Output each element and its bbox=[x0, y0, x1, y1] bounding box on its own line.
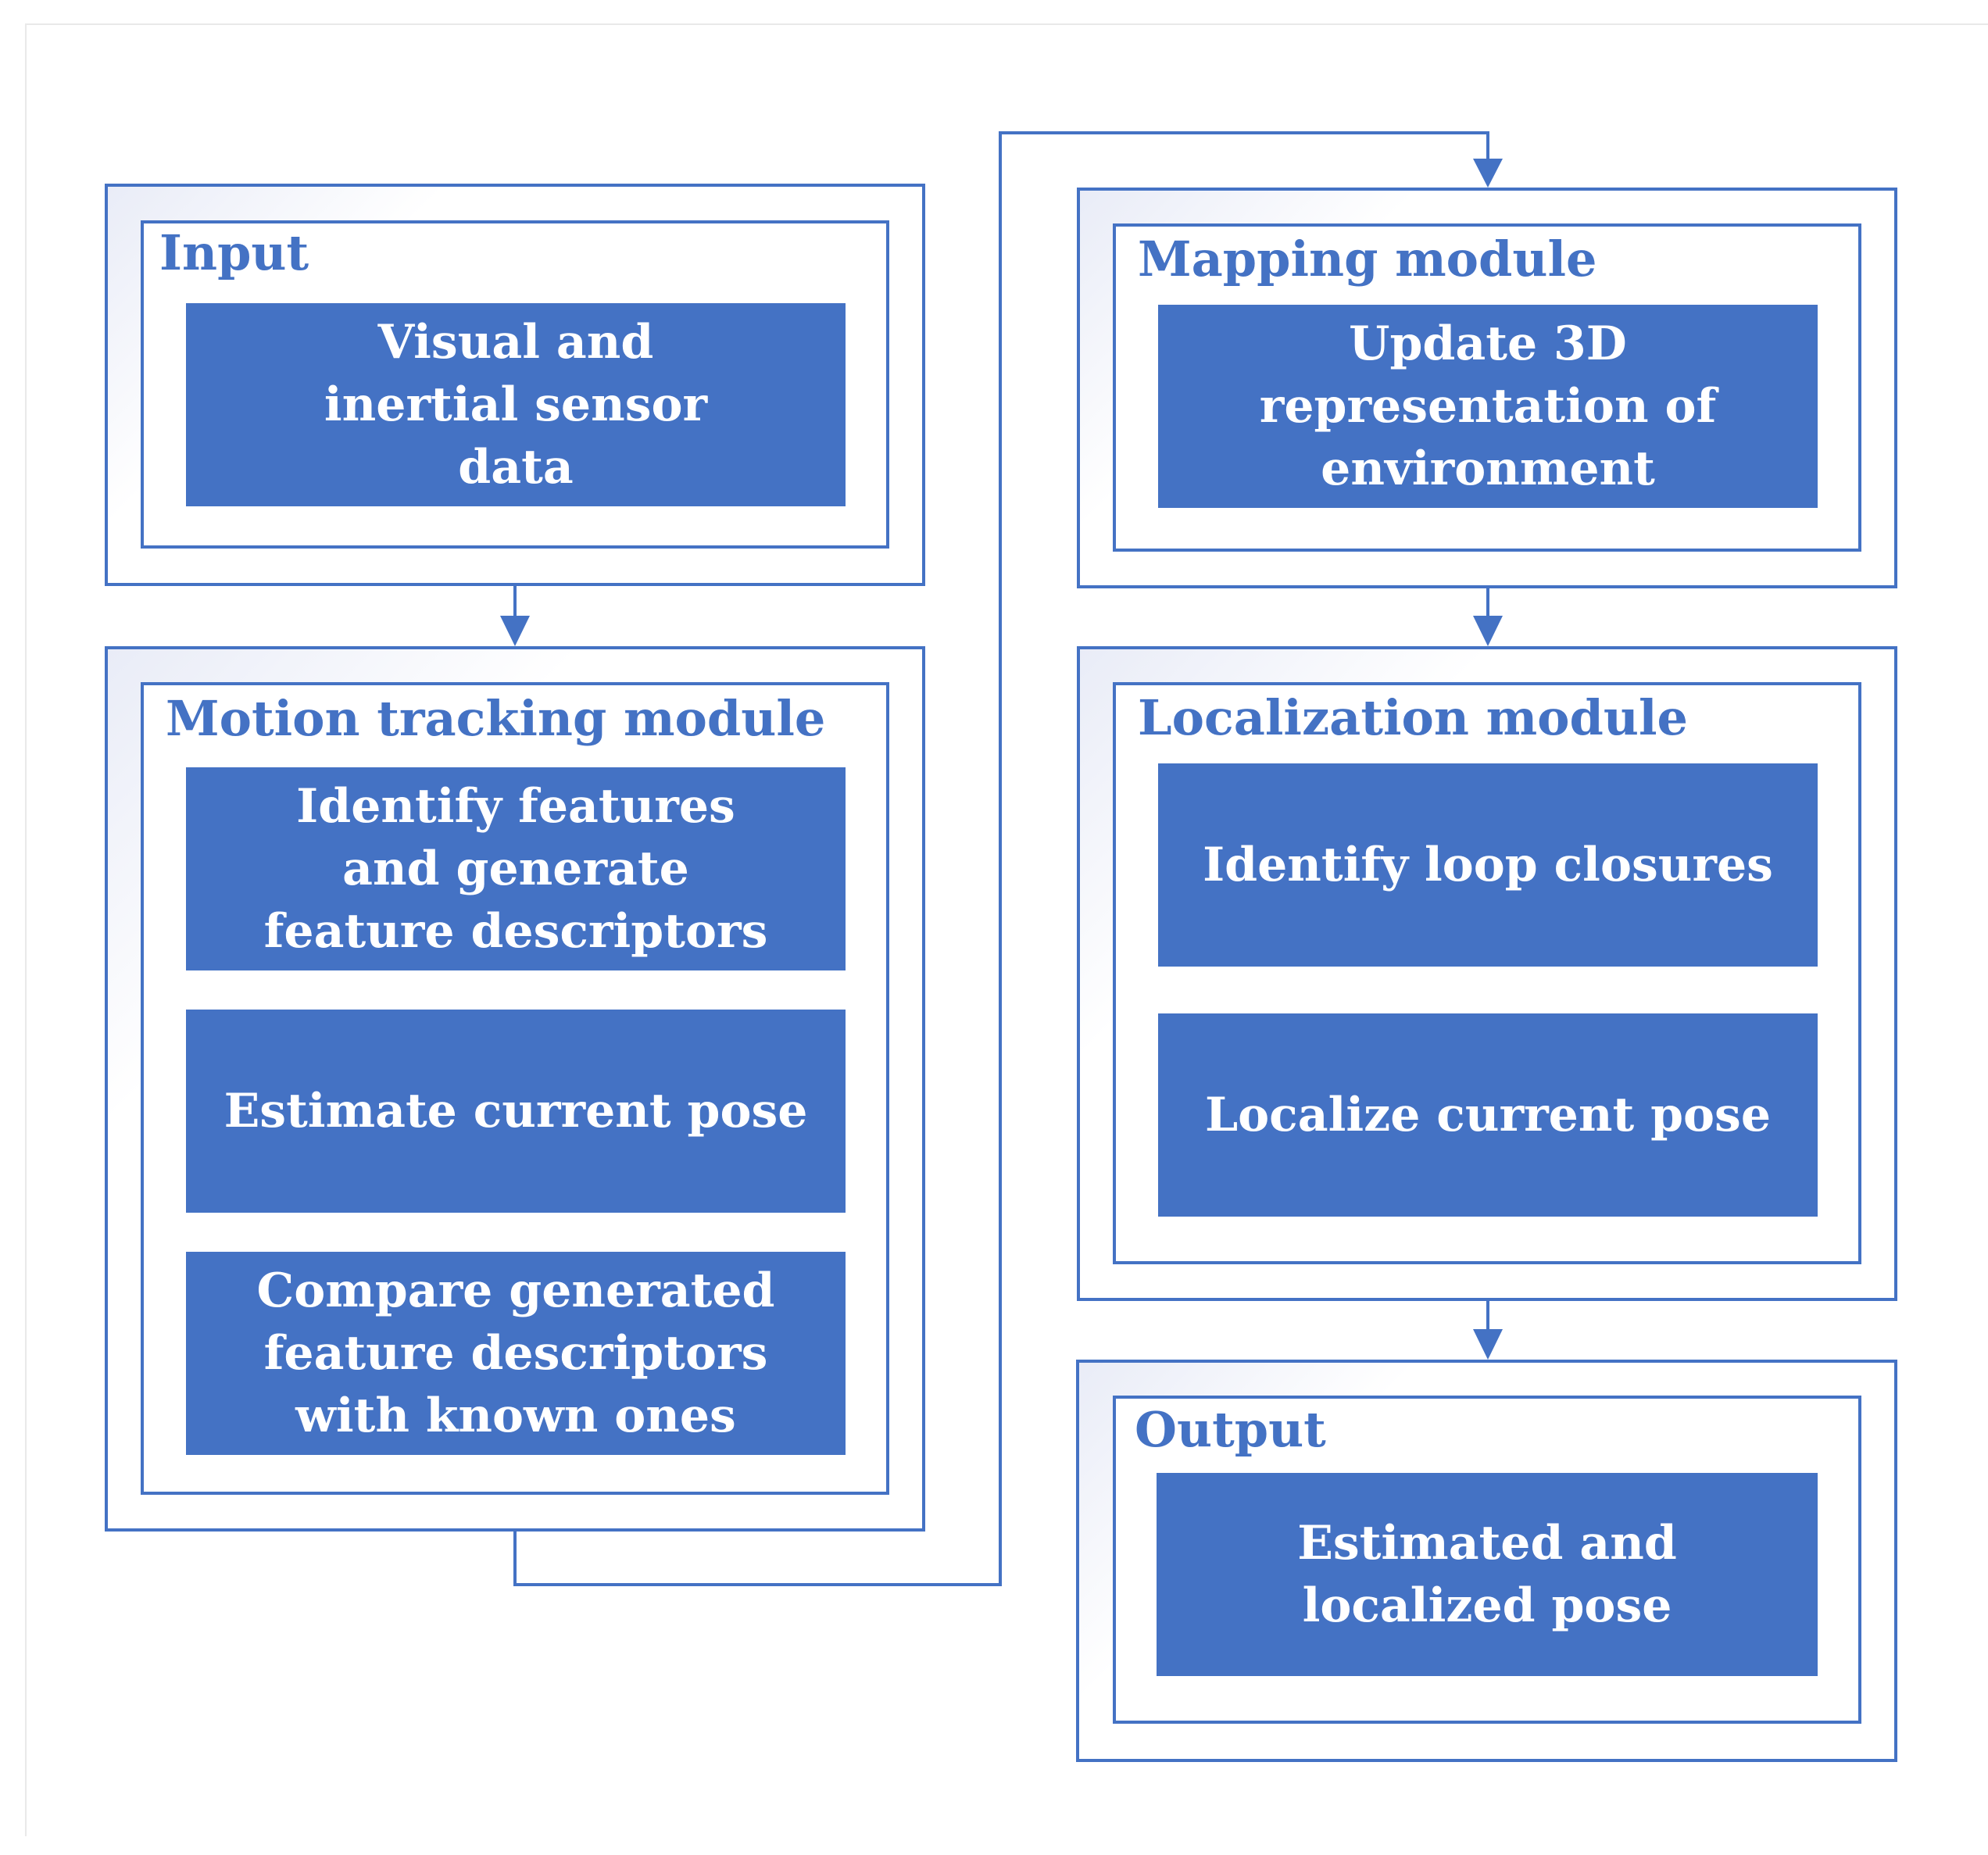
connector-motion-to-mapping bbox=[513, 131, 1489, 1586]
mapping-step-update-3d: Update 3D representation of environment bbox=[1158, 305, 1818, 508]
arrowhead-output bbox=[1473, 1329, 1503, 1360]
localization-step-localize-pose: Localize current pose bbox=[1158, 1013, 1818, 1217]
motion-step-identify-features: Identify features and generate feature d… bbox=[186, 767, 846, 970]
frame-top-line bbox=[27, 23, 1988, 25]
output-step-estimated-pose: Estimated and localized pose bbox=[1157, 1473, 1818, 1676]
localization-module-title: Localization module bbox=[1138, 689, 1688, 746]
arrowhead-localization bbox=[1473, 616, 1503, 646]
motion-step-estimate-pose: Estimate current pose bbox=[186, 1010, 846, 1213]
frame-left-line bbox=[25, 23, 27, 1836]
arrowhead-mapping bbox=[1473, 159, 1503, 188]
motion-step-compare-descriptors: Compare generated feature descriptors wi… bbox=[186, 1252, 846, 1455]
mapping-module-title: Mapping module bbox=[1138, 231, 1597, 288]
arrowhead-motion bbox=[500, 616, 530, 646]
input-module-title: Input bbox=[159, 224, 309, 281]
output-module-title: Output bbox=[1135, 1401, 1326, 1458]
localization-step-loop-closures: Identify loop closures bbox=[1158, 763, 1818, 967]
input-step-sensor-data: Visual and inertial sensor data bbox=[186, 303, 846, 506]
motion-tracking-module-title: Motion tracking module bbox=[166, 690, 826, 747]
